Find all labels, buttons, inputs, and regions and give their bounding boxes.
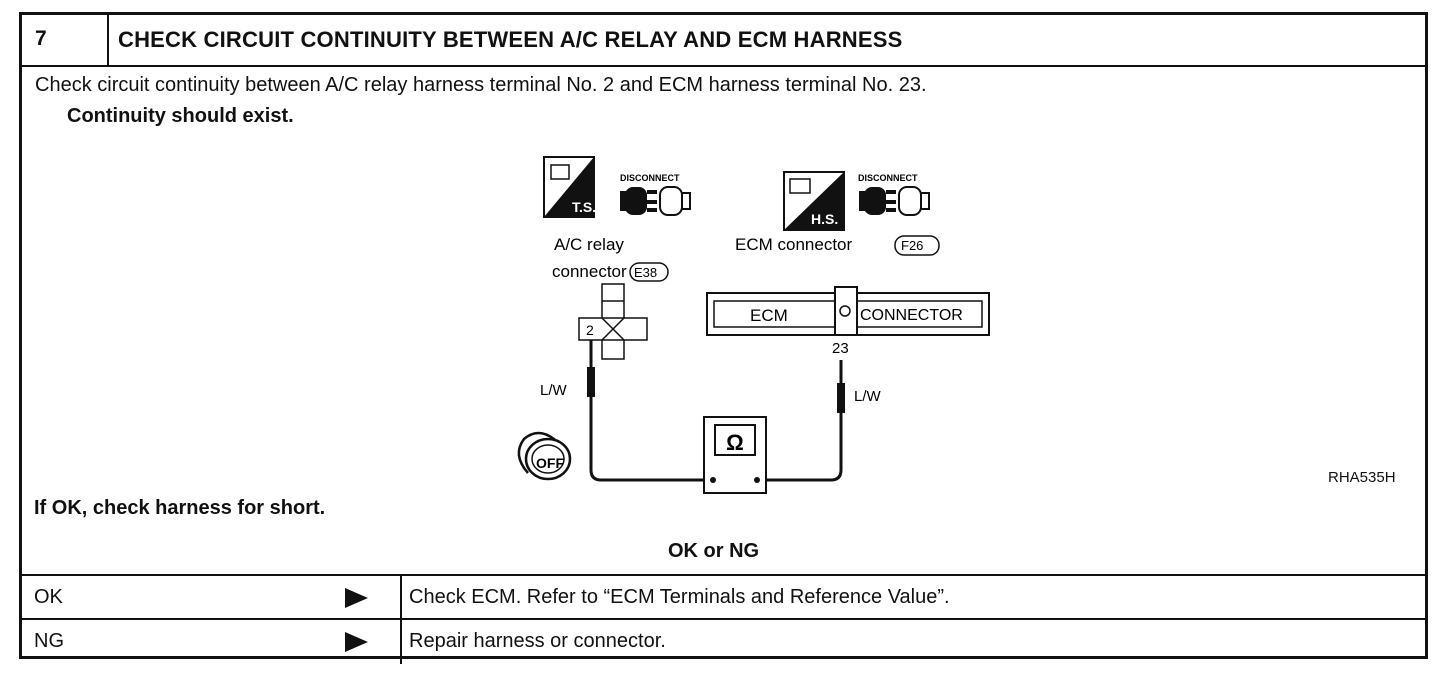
relay-label-line1: A/C relay <box>554 235 624 254</box>
relay-terminal-number: 2 <box>586 322 594 338</box>
ts-badge-label: T.S. <box>572 199 596 215</box>
result-label: OK <box>34 586 63 608</box>
disconnect-label-1: DISCONNECT <box>620 173 680 183</box>
step-title: CHECK CIRCUIT CONTINUITY BETWEEN A/C REL… <box>118 27 903 52</box>
ecm-code-badge <box>894 235 940 256</box>
disconnect-icon: DISCONNECT <box>620 173 691 216</box>
step-header: 7 CHECK CIRCUIT CONTINUITY BETWEEN A/C R… <box>22 15 1425 67</box>
result-action: Repair harness or connector. <box>409 630 666 652</box>
ohmmeter-icon <box>703 416 767 494</box>
relay-connector <box>578 283 648 360</box>
relay-code-badge <box>629 262 669 282</box>
ecm-terminal-number: 23 <box>832 340 849 357</box>
disconnect-label-2: DISCONNECT <box>858 173 918 183</box>
hs-badge-label: H.S. <box>811 211 838 227</box>
wire-label-right: L/W <box>854 388 882 405</box>
figure-id: RHA535H <box>1328 469 1396 486</box>
divider <box>400 620 402 664</box>
arrow-right-icon <box>345 588 368 608</box>
ecm-box-label: ECM <box>750 306 788 325</box>
ecm-connector <box>706 286 990 336</box>
step-number: 7 <box>35 27 47 50</box>
ecm-connector-label: ECM connector <box>735 235 852 254</box>
disconnect-icon: DISCONNECT <box>858 173 930 216</box>
ecm-code: F26 <box>901 238 923 253</box>
relay-icon <box>550 164 570 180</box>
ts-badge: T.S. <box>543 156 596 218</box>
wire-label-left: L/W <box>540 382 568 399</box>
connector-icon <box>789 178 811 194</box>
step-number-cell: 7 <box>22 15 109 65</box>
hs-badge: H.S. <box>783 171 845 231</box>
relay-code: E38 <box>634 265 657 280</box>
ohm-symbol: Ω <box>726 430 744 455</box>
instruction-text: Check circuit continuity between A/C rel… <box>35 74 927 96</box>
wire-left <box>589 340 706 482</box>
result-label: NG <box>34 630 64 652</box>
wiring-diagram: T.S. DISCONNECT H.S. DISCONNECT <box>517 156 990 494</box>
result-action: Check ECM. Refer to “ECM Terminals and R… <box>409 586 950 608</box>
relay-label-line2: connector <box>552 262 627 281</box>
wire-right <box>758 360 843 482</box>
spec-text: Continuity should exist. <box>67 105 294 127</box>
if-ok-text: If OK, check harness for short. <box>34 497 326 519</box>
ecm-box-connector-label: CONNECTOR <box>860 307 963 324</box>
wire-marker-left <box>587 367 595 397</box>
decision-label: OK or NG <box>668 540 760 562</box>
result-row-ng: NG Repair harness or connector. <box>22 618 1425 664</box>
divider <box>400 576 402 620</box>
arrow-right-icon <box>345 632 368 652</box>
key-off-label: OFF <box>536 455 564 471</box>
diagnostic-step-table: 7 CHECK CIRCUIT CONTINUITY BETWEEN A/C R… <box>19 12 1428 664</box>
wire-marker-right <box>837 383 845 413</box>
ignition-key-icon <box>517 431 572 481</box>
result-row-ok: OK Check ECM. Refer to “ECM Terminals an… <box>22 574 1425 620</box>
